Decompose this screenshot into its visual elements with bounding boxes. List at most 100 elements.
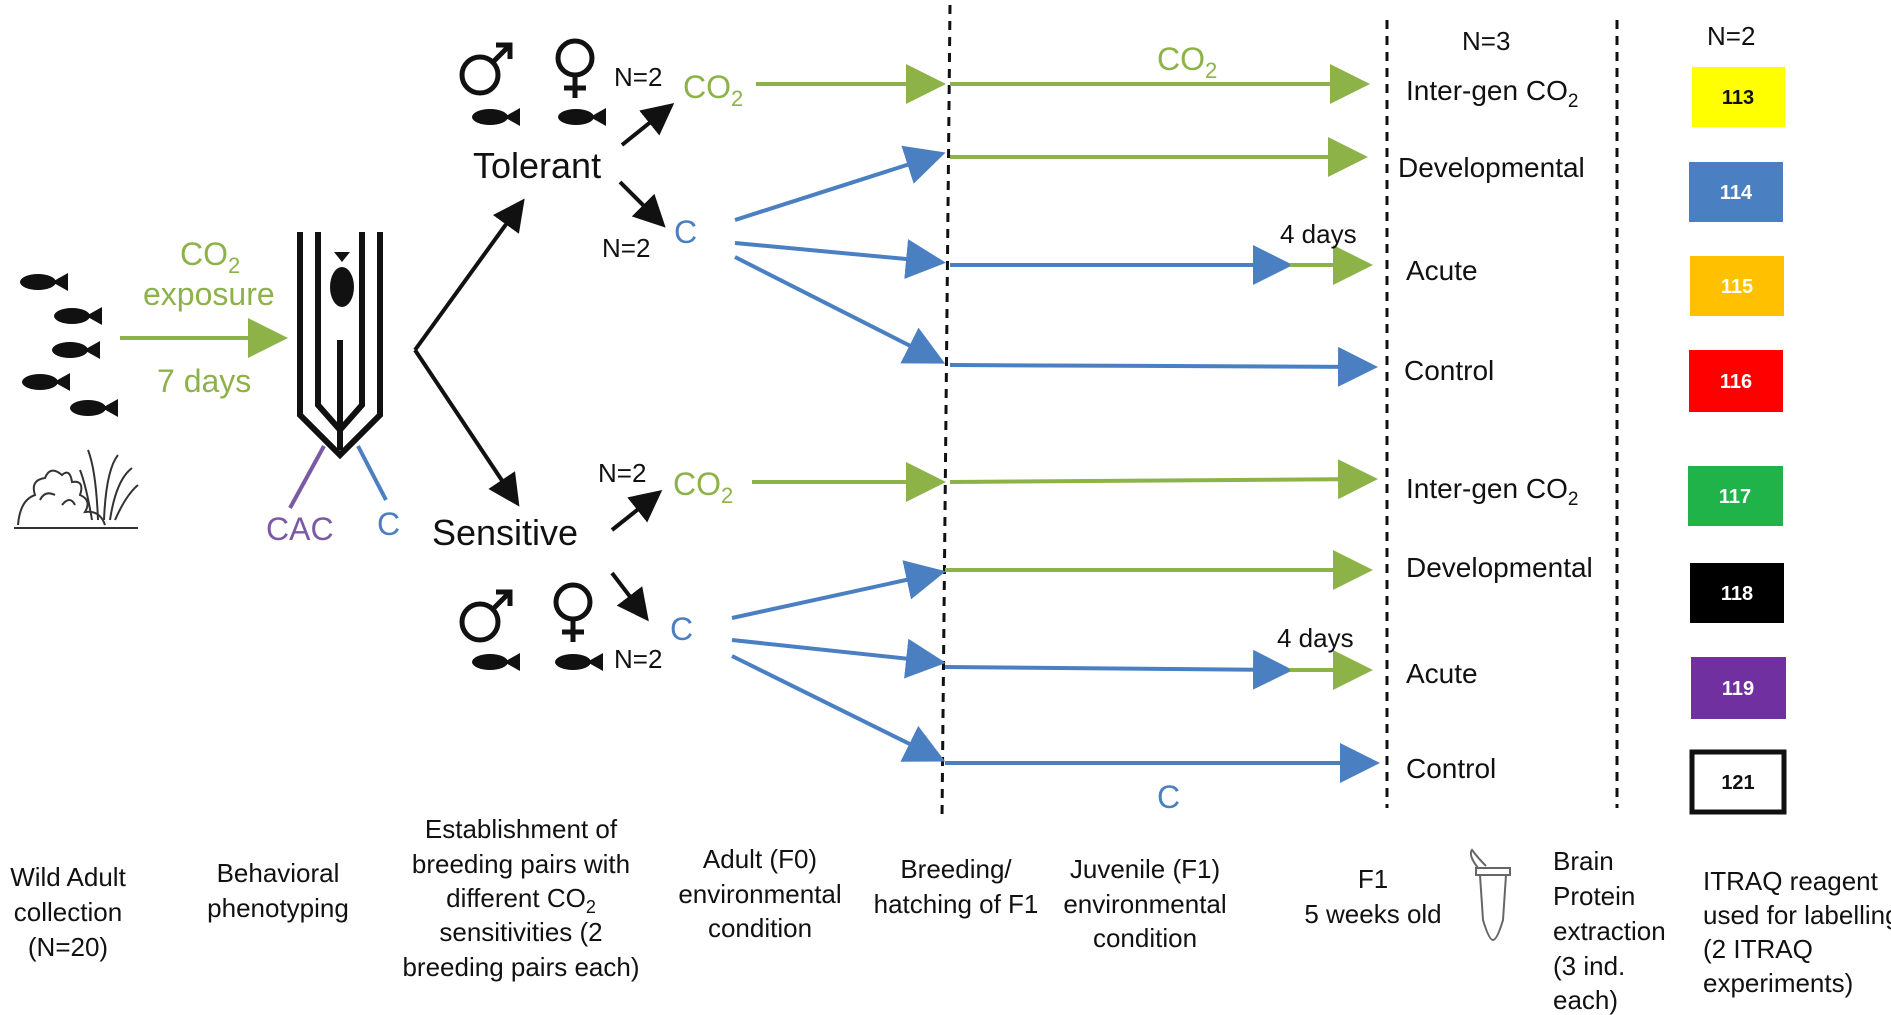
treatment-label: Acute — [1406, 658, 1478, 689]
caption-f1: F1 5 weeks old — [1304, 864, 1441, 929]
reagent-box: 119 — [1691, 657, 1786, 719]
male-fish-icon-bottom — [472, 653, 520, 671]
exposure-co2-label: CO2 — [180, 236, 240, 278]
n3-header: N=3 — [1462, 26, 1510, 56]
svg-text:Brain: Brain — [1553, 846, 1614, 876]
svg-text:(N=20): (N=20) — [28, 932, 108, 962]
female-symbol-icon-top — [555, 38, 595, 98]
choice-flume-icon — [297, 232, 383, 460]
reagent-box: 113 — [1692, 67, 1785, 127]
svg-text:collection: collection — [14, 897, 122, 927]
tolerant-co2-label: CO2 — [683, 69, 743, 111]
svg-text:each): each) — [1553, 985, 1618, 1015]
treatment-label: Control — [1406, 753, 1496, 784]
svg-text:ITRAQ reagent: ITRAQ reagent — [1703, 866, 1879, 896]
caption-establishment: Establishment of breeding pairs with dif… — [402, 814, 639, 982]
reagent-box-115 — [1690, 256, 1784, 316]
cac-label: CAC — [266, 511, 334, 547]
caption-brain: Brain Protein extraction (3 ind. each) — [1553, 846, 1666, 1015]
reagent-box-119 — [1691, 657, 1786, 719]
svg-text:(2 ITRAQ: (2 ITRAQ — [1703, 934, 1813, 964]
treatment-label: Inter-gen CO2 — [1406, 75, 1578, 112]
svg-text:119: 119 — [1722, 678, 1754, 700]
caption-wild: Wild Adult collection (N=20) — [10, 862, 126, 962]
sensitive-label: Sensitive — [432, 512, 578, 553]
treatment-labels: Inter-gen CO2 Developmental Acute Contro… — [1398, 75, 1593, 784]
svg-text:Breeding/: Breeding/ — [900, 854, 1012, 884]
wild-fish-school-icon — [20, 273, 118, 417]
svg-text:Behavioral: Behavioral — [217, 858, 340, 888]
exposure-days-label: 7 days — [157, 363, 251, 399]
svg-text:5 weeks old: 5 weeks old — [1304, 899, 1441, 929]
treatment-label: Acute — [1406, 255, 1478, 286]
svg-text:113: 113 — [1722, 87, 1754, 109]
test-tube-icon — [1469, 848, 1511, 942]
juvenile-arrows-top — [949, 64, 1378, 387]
svg-text:116: 116 — [1720, 371, 1752, 393]
svg-text:hatching of F1: hatching of F1 — [874, 889, 1039, 919]
svg-text:Adult (F0): Adult (F0) — [703, 844, 817, 874]
male-symbol-icon-top — [459, 42, 513, 96]
juvenile-c-label: C — [1157, 779, 1180, 815]
male-fish-icon-top — [472, 108, 520, 126]
caption-itraq: ITRAQ reagent used for labelling (2 ITRA… — [1703, 866, 1891, 998]
sensitive-n-co2: N=2 — [598, 458, 646, 488]
footer-captions: Wild Adult collection (N=20) Behavioral … — [10, 814, 1441, 982]
svg-text:Wild Adult: Wild Adult — [10, 862, 126, 892]
reagent-box: 117 — [1688, 466, 1783, 526]
svg-text:extraction: extraction — [1553, 916, 1666, 946]
sensitive-c-label: C — [670, 611, 693, 647]
svg-text:Protein: Protein — [1553, 881, 1635, 911]
svg-text:118: 118 — [1721, 583, 1753, 605]
flume-c-label: C — [377, 506, 400, 542]
itraq-reagent-boxes: 113 114 115 116 117 118 119 121 — [1688, 67, 1787, 815]
reagent-box-121 — [1689, 749, 1787, 815]
exposure-label: exposure — [143, 276, 275, 312]
cac-line — [288, 445, 326, 509]
svg-text:Juvenile (F1): Juvenile (F1) — [1070, 854, 1220, 884]
reagent-box: 115 — [1690, 256, 1784, 316]
coral-reef-icon — [14, 449, 139, 529]
svg-text:condition: condition — [708, 913, 812, 943]
reagent-box: 118 — [1690, 563, 1784, 623]
svg-text:(3 ind.: (3 ind. — [1553, 951, 1625, 981]
male-symbol-icon-bottom — [459, 589, 513, 643]
four-days-label-top: 4 days — [1280, 219, 1357, 249]
svg-text:breeding pairs with: breeding pairs with — [412, 849, 630, 879]
sensitive-arrows — [610, 490, 663, 622]
split-arrows — [413, 198, 525, 507]
n2-header: N=2 — [1707, 21, 1755, 51]
tolerant-c-label: C — [674, 214, 697, 250]
svg-text:condition: condition — [1093, 923, 1197, 953]
tolerant-n-c: N=2 — [602, 233, 650, 263]
reagent-box: 116 — [1689, 350, 1783, 412]
svg-text:different CO2: different CO2 — [446, 883, 596, 917]
c-line — [356, 445, 388, 501]
reagent-box: 114 — [1689, 162, 1783, 222]
female-symbol-icon-bottom — [553, 582, 593, 642]
reagent-box: 121 — [1689, 749, 1787, 815]
dashed-separators — [940, 4, 1619, 819]
treatment-label: Developmental — [1398, 152, 1585, 183]
svg-text:117: 117 — [1719, 486, 1751, 508]
svg-text:experiments): experiments) — [1703, 968, 1853, 998]
svg-text:114: 114 — [1720, 182, 1753, 204]
reagent-box-117 — [1688, 466, 1783, 526]
caption-behavioral: Behavioral phenotyping — [207, 858, 349, 923]
treatment-label: Control — [1404, 355, 1494, 386]
svg-text:F1: F1 — [1358, 864, 1388, 894]
female-fish-icon-top — [558, 108, 606, 126]
female-fish-icon-bottom — [555, 653, 603, 671]
caption-breeding: Breeding/ hatching of F1 — [874, 854, 1039, 919]
svg-text:phenotyping: phenotyping — [207, 893, 349, 923]
svg-text:121: 121 — [1721, 772, 1754, 794]
svg-text:used for labelling: used for labelling — [1703, 900, 1891, 930]
reagent-box-114 — [1689, 162, 1783, 222]
juvenile-arrows-bottom — [944, 459, 1380, 783]
adult-arrows-bottom — [731, 462, 946, 762]
adult-arrows-top — [734, 64, 946, 364]
caption-juvenile: Juvenile (F1) environmental condition — [1063, 854, 1226, 953]
svg-text:Establishment of: Establishment of — [425, 814, 618, 844]
four-days-label-bottom: 4 days — [1277, 623, 1354, 653]
